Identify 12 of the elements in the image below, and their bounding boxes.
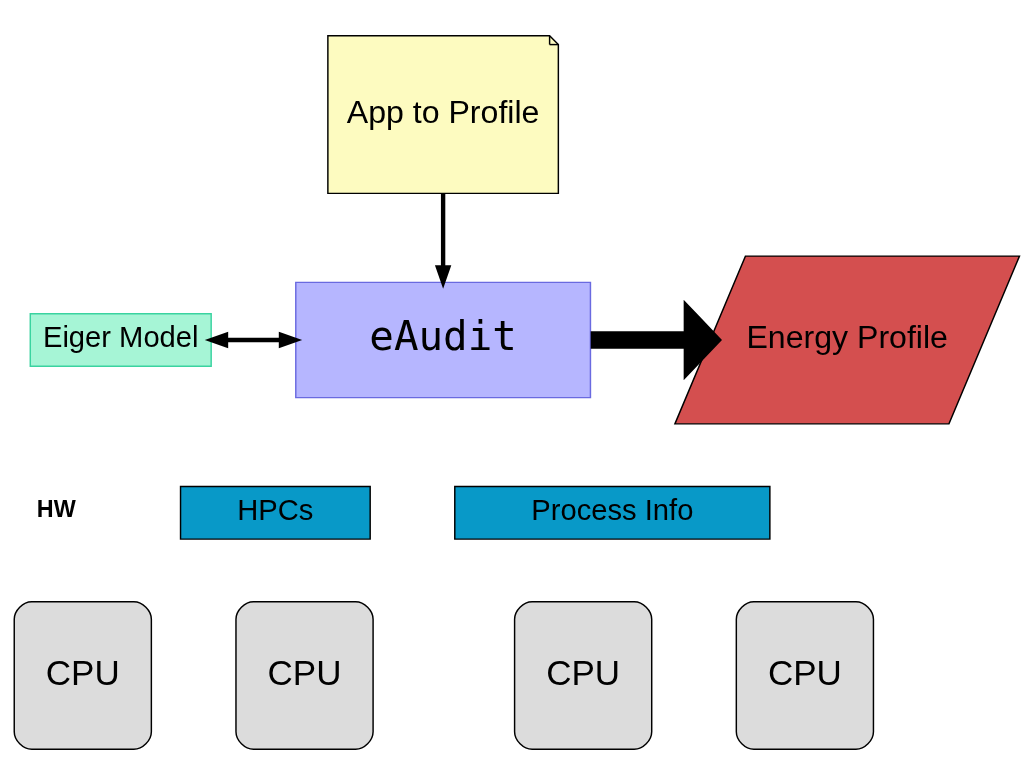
node-box: HPCs (179, 485, 371, 540)
node-box: CPU (735, 600, 875, 750)
label: HW (36, 495, 76, 522)
arrow (590, 299, 722, 380)
node-box: Process Info (454, 485, 771, 540)
node-box: CPU (235, 600, 374, 750)
node-box: eAudit (295, 281, 592, 398)
node-box: Eiger Model (29, 312, 212, 367)
arrow (434, 193, 452, 289)
node-box: CPU (513, 600, 653, 750)
node-box: CPU (13, 600, 153, 750)
arrow (204, 331, 303, 348)
